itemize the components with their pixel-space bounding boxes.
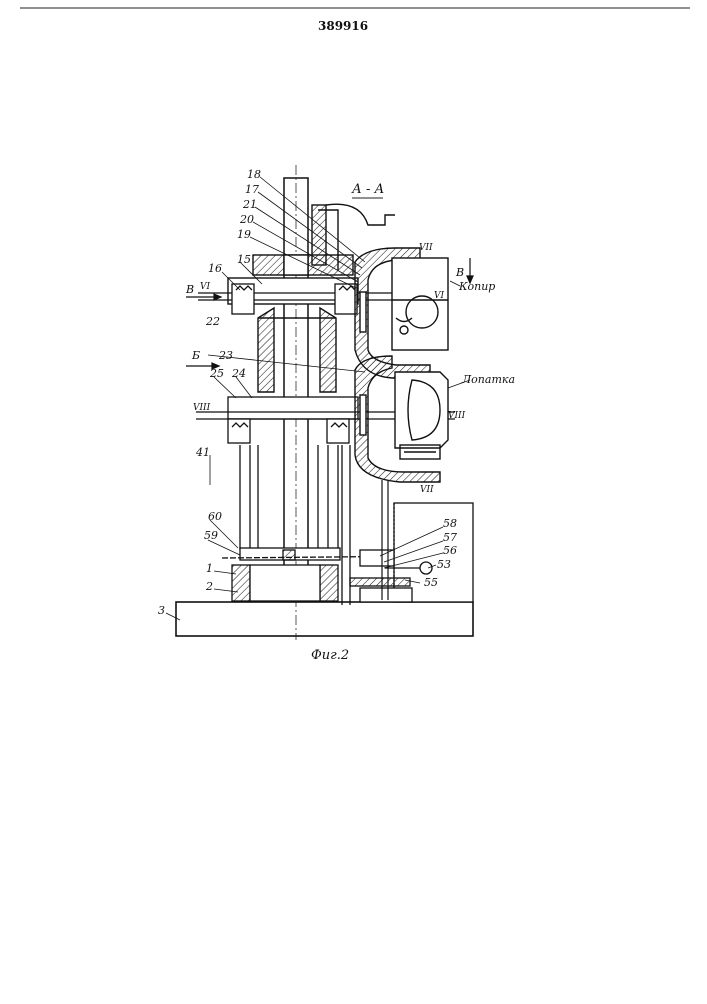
callout-53: 53 [437,558,451,571]
callout-15: 15 [237,253,251,266]
copier-block [392,258,448,350]
callout-41: 41 [195,446,210,459]
callout-22: 22 [205,315,220,328]
callout-57: 57 [443,531,457,544]
callout-25: 25 [209,367,224,380]
callout-60: 60 [208,510,222,523]
callout-17: 17 [245,183,259,196]
callout-23: 23 [218,349,233,362]
callout-56: 56 [443,544,457,557]
section-label: А - А [351,182,384,197]
callout-21: 21 [242,198,257,211]
callout-1: 1 [206,562,213,575]
section-be: Б [191,349,200,362]
blade-part [395,372,448,459]
callout-2: 2 [205,580,213,593]
label-lopatka: Лопатка [461,373,515,386]
roman-vii-bottom: VII [420,485,434,495]
figure-caption: Фиг.2 [311,648,349,663]
roman-viii-left: VIII [193,403,211,413]
callout-3: 3 [158,604,165,617]
label-kopir: Копир [458,280,495,293]
callout-18: 18 [247,168,261,181]
callout-20: 20 [239,213,254,226]
roman-viii-right: VIII [448,411,466,421]
section-b-right: В [455,266,464,279]
base-plate [176,602,473,636]
callout-24: 24 [231,367,246,380]
callout-16: 16 [208,262,222,275]
callout-19: 19 [237,228,251,241]
roman-vi-right: VI [434,291,444,301]
roman-vi-left: VI [200,282,210,292]
callout-58: 58 [443,517,457,530]
section-b-upper: В [185,283,194,296]
callout-59: 59 [204,529,218,542]
patent-number: 389916 [318,19,368,33]
roman-vii-top: VII [419,243,433,253]
callout-55: 55 [424,576,438,589]
